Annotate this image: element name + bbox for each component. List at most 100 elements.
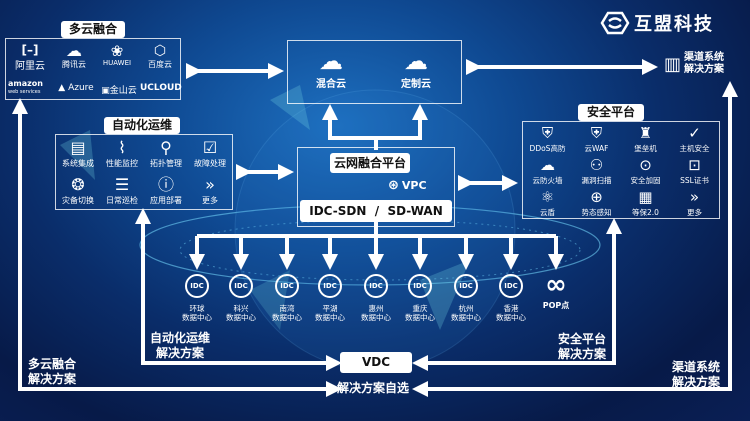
more-icon: » [205, 175, 215, 194]
vpc-icon: ⊛ [388, 178, 399, 193]
ops-item[interactable]: ⚲ 拓扑管理 [144, 137, 188, 172]
vdc-button[interactable]: VDC [340, 352, 412, 373]
idc-icon: IDC [318, 274, 342, 298]
loop-channel [420, 95, 732, 391]
idc-icon: IDC [454, 274, 478, 298]
aws-logo: amazon web services [8, 79, 43, 96]
server-icon: ▤ [70, 138, 86, 157]
idc-node[interactable]: IDC 重庆 数据中心 [395, 274, 445, 322]
security-item[interactable]: ⛨ DDoS高防 [523, 123, 572, 155]
idc-icon: IDC [185, 274, 209, 298]
baidu-logo: ⬡ 百度云 [140, 43, 180, 70]
brand-name: 互盟科技 [634, 14, 714, 35]
ops-item[interactable]: » 更多 [188, 174, 232, 209]
idc-node[interactable]: IDC 杭州 数据中心 [441, 274, 491, 322]
vdc-caption: 解决方案自选 [337, 381, 410, 395]
azure-icon: ▲ [58, 83, 66, 93]
ops-item[interactable]: ☑ 故障处理 [188, 137, 232, 172]
security-panel: ⛨ DDoS高防 ⛨ 云WAF ♜ 堡垒机 ✓ 主机安全 ☁ 云防火墙 ⚇ 漏洞… [522, 121, 720, 219]
compliance-icon: ▦ [638, 188, 653, 206]
ssl-monitor-icon: ⊡ [688, 156, 701, 174]
pop-node: ∞ POP点 [535, 272, 577, 311]
ops-item[interactable]: ☰ 日常巡检 [100, 174, 144, 209]
multi-cloud-title: 多云融合 [61, 21, 125, 38]
ops-item[interactable]: ❂ 灾备切换 [56, 174, 100, 209]
tencent-cloud-icon: ☁ [66, 41, 82, 60]
kingsoft-icon: ▣ [101, 86, 110, 96]
aliyun-logo: [–] 阿里云 [10, 43, 50, 72]
ops-item[interactable]: ⓘ 应用部署 [144, 174, 188, 209]
more-icon: » [689, 188, 700, 206]
ops-grid: ▤ 系统集成 ⌇ 性能监控 ⚲ 拓扑管理 ☑ 故障处理 ❂ 灾备切换 ☰ 日常巡… [56, 137, 232, 209]
idc-node[interactable]: IDC 香港 数据中心 [486, 274, 536, 322]
security-item[interactable]: » 更多 [670, 187, 719, 219]
deploy-icon: ⓘ [157, 175, 174, 194]
azure-logo: ▲ Azure [58, 83, 94, 93]
idc-node[interactable]: IDC 环球 数据中心 [172, 274, 222, 322]
vpc-label: ⊛VPC [388, 178, 427, 193]
waf-shield-icon: ⛨ [590, 124, 603, 142]
idc-node[interactable]: IDC 科兴 数据中心 [216, 274, 266, 322]
solution-ops: 自动化运维解决方案 [150, 331, 211, 360]
solution-multi-cloud: 多云融合解决方案 [28, 357, 77, 386]
idc-icon: IDC [499, 274, 523, 298]
fortress-icon: ♜ [638, 124, 653, 142]
security-item[interactable]: ♜ 堡垒机 [621, 123, 670, 155]
security-item[interactable]: ⊕ 势态感知 [572, 187, 621, 219]
brand-logo: 互盟科技 [600, 10, 714, 36]
host-shield-icon: ✓ [688, 124, 701, 142]
ops-item[interactable]: ⌇ 性能监控 [100, 137, 144, 172]
cloud-types-panel: ☁ 混合云 ☁ 定制云 [287, 40, 462, 104]
lock-icon: ⊙ [639, 156, 652, 174]
ddos-shield-icon: ⛨ [541, 124, 554, 142]
hybrid-cloud: ☁ 混合云 [306, 47, 356, 90]
security-item[interactable]: ⊡ SSL证书 [670, 155, 719, 187]
idc-node[interactable]: IDC 平湖 数据中心 [305, 274, 355, 322]
huawei-petal-icon: ❀ [110, 42, 124, 60]
solution-security: 安全平台解决方案 [558, 332, 607, 361]
firewall-icon: ☁ [540, 156, 555, 174]
brand-logo-icon [600, 11, 630, 35]
building-icon: ▥ [664, 53, 682, 75]
ops-panel: ▤ 系统集成 ⌇ 性能监控 ⚲ 拓扑管理 ☑ 故障处理 ❂ 灾备切换 ☰ 日常巡… [55, 134, 233, 210]
infinity-icon: ∞ [545, 270, 567, 300]
chart-icon: ⌇ [118, 138, 126, 157]
idc-node[interactable]: IDC 惠州 数据中心 [351, 274, 401, 322]
tencent-logo: ☁ 腾讯云 [54, 43, 94, 70]
channel-solution: ▥ 渠道系统 解决方案 [664, 52, 725, 75]
security-item[interactable]: ⚛ 云盾 [523, 187, 572, 219]
idc-icon: IDC [275, 274, 299, 298]
security-item[interactable]: ⊙ 安全加固 [621, 155, 670, 187]
loop-multi-cloud [18, 112, 334, 391]
hybrid-cloud-icon: ☁ [319, 47, 343, 75]
multi-cloud-panel: [–] 阿里云 ☁ 腾讯云 ❀ HUAWEI ⬡ 百度云 amazon web … [5, 38, 182, 100]
baidu-cube-icon: ⬡ [153, 43, 167, 59]
security-item[interactable]: ⛨ 云WAF [572, 123, 621, 155]
custom-cloud-icon: ☁ [404, 47, 428, 75]
cloud-shield-icon: ⚛ [540, 188, 555, 206]
ops-item[interactable]: ▤ 系统集成 [56, 137, 100, 172]
idc-node[interactable]: IDC 南湾 数据中心 [262, 274, 312, 322]
log-icon: ☰ [114, 175, 130, 194]
security-item[interactable]: ▦ 等保2.0 [621, 187, 670, 219]
security-item[interactable]: ✓ 主机安全 [670, 123, 719, 155]
solution-channel: 渠道系统解决方案 [672, 360, 721, 389]
custom-cloud: ☁ 定制云 [391, 47, 441, 90]
aliyun-icon: [–] [21, 43, 39, 57]
bug-scan-icon: ⚇ [589, 156, 604, 174]
ops-title: 自动化运维 [104, 117, 180, 134]
security-grid: ⛨ DDoS高防 ⛨ 云WAF ♜ 堡垒机 ✓ 主机安全 ☁ 云防火墙 ⚇ 漏洞… [523, 123, 719, 219]
security-title: 安全平台 [578, 104, 644, 121]
loop-security [420, 232, 616, 365]
topology-icon: ⚲ [160, 138, 172, 157]
idc-icon: IDC [408, 274, 432, 298]
kingsoft-logo: ▣金山云 [101, 86, 137, 96]
platform-title: 云网融合平台 [330, 153, 410, 173]
idc-icon: IDC [229, 274, 253, 298]
huawei-logo: ❀ HUAWEI [96, 43, 138, 67]
security-item[interactable]: ⚇ 漏洞扫描 [572, 155, 621, 187]
security-item[interactable]: ☁ 云防火墙 [523, 155, 572, 187]
checklist-icon: ☑ [202, 138, 218, 157]
awareness-icon: ⊕ [590, 188, 603, 206]
